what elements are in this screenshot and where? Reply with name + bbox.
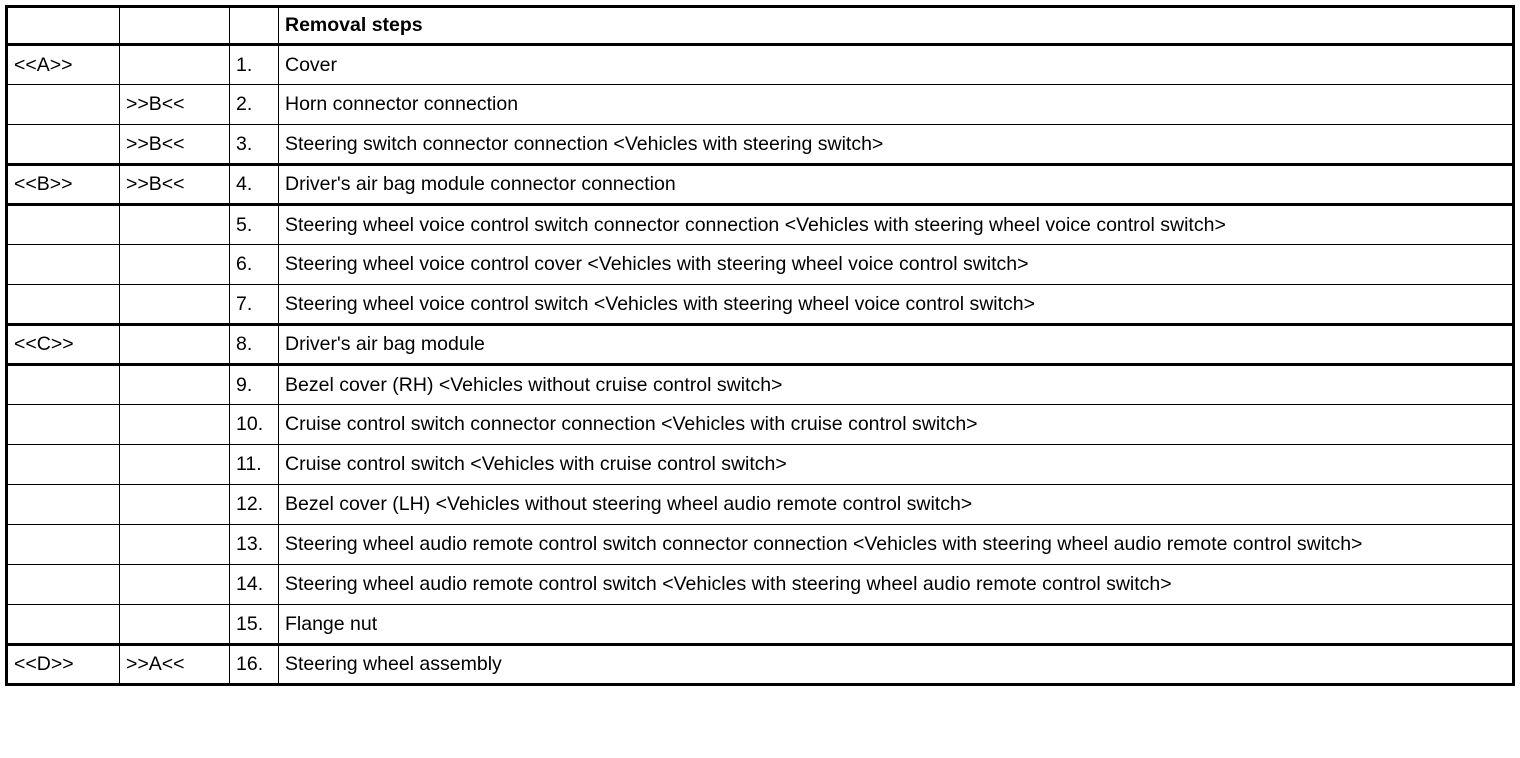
row-marker-a bbox=[6, 124, 120, 166]
table-header-row: Removal steps bbox=[6, 6, 1514, 46]
row-step-text: Driver's air bag module connector connec… bbox=[278, 164, 1514, 206]
row-marker-a bbox=[6, 84, 120, 125]
row-step-text: Steering wheel voice control cover <Vehi… bbox=[278, 244, 1514, 285]
header-col-b bbox=[119, 6, 230, 46]
row-marker-a: <<B>> bbox=[6, 164, 120, 206]
row-marker-a: <<A>> bbox=[6, 44, 120, 85]
row-marker-a: <<C>> bbox=[6, 324, 120, 366]
removal-steps-table: Removal steps <<A>> 1. Cover >>B<< 2. Ho… bbox=[5, 5, 1515, 686]
row-marker-a: <<D>> bbox=[6, 644, 120, 685]
row-marker-b bbox=[119, 324, 230, 366]
table-row: 12. Bezel cover (LH) <Vehicles without s… bbox=[6, 484, 1514, 525]
row-step-text: Horn connector connection bbox=[278, 84, 1514, 125]
row-marker-a bbox=[6, 524, 120, 565]
row-step-text: Cover bbox=[278, 44, 1514, 85]
row-step-text: Steering wheel voice control switch conn… bbox=[278, 204, 1514, 245]
row-marker-b bbox=[119, 604, 230, 646]
row-marker-b: >>B<< bbox=[119, 124, 230, 166]
row-marker-b bbox=[119, 484, 230, 525]
table-row: <<A>> 1. Cover bbox=[6, 44, 1514, 85]
table-row: <<D>> >>A<< 16. Steering wheel assembly bbox=[6, 644, 1514, 685]
row-step-number: 9. bbox=[229, 364, 279, 405]
table-row: 7. Steering wheel voice control switch <… bbox=[6, 284, 1514, 326]
row-step-text: Cruise control switch connector connecti… bbox=[278, 404, 1514, 445]
row-step-number: 1. bbox=[229, 44, 279, 85]
row-marker-a bbox=[6, 564, 120, 605]
row-step-number: 16. bbox=[229, 644, 279, 685]
row-step-number: 6. bbox=[229, 244, 279, 285]
header-removal-steps: Removal steps bbox=[278, 6, 1514, 46]
table-row: 15. Flange nut bbox=[6, 604, 1514, 646]
row-step-number: 11. bbox=[229, 444, 279, 485]
row-step-text: Bezel cover (RH) <Vehicles without cruis… bbox=[278, 364, 1514, 405]
row-step-text: Bezel cover (LH) <Vehicles without steer… bbox=[278, 484, 1514, 525]
row-step-number: 7. bbox=[229, 284, 279, 326]
row-marker-b: >>A<< bbox=[119, 644, 230, 685]
row-marker-a bbox=[6, 364, 120, 405]
row-marker-b bbox=[119, 444, 230, 485]
row-step-text: Steering wheel voice control switch <Veh… bbox=[278, 284, 1514, 326]
row-marker-b bbox=[119, 284, 230, 326]
row-step-number: 15. bbox=[229, 604, 279, 646]
table-body: <<A>> 1. Cover >>B<< 2. Horn connector c… bbox=[6, 44, 1514, 685]
row-step-number: 5. bbox=[229, 204, 279, 245]
header-col-number bbox=[229, 6, 279, 46]
row-step-text: Cruise control switch <Vehicles with cru… bbox=[278, 444, 1514, 485]
table-row: 10. Cruise control switch connector conn… bbox=[6, 404, 1514, 445]
table-row: <<C>> 8. Driver's air bag module bbox=[6, 324, 1514, 366]
header-col-a bbox=[6, 6, 120, 46]
table-row: 11. Cruise control switch <Vehicles with… bbox=[6, 444, 1514, 485]
row-marker-b bbox=[119, 364, 230, 405]
row-step-number: 10. bbox=[229, 404, 279, 445]
row-step-number: 3. bbox=[229, 124, 279, 166]
row-step-text: Steering wheel audio remote control swit… bbox=[278, 524, 1514, 565]
row-marker-b: >>B<< bbox=[119, 164, 230, 206]
row-step-number: 14. bbox=[229, 564, 279, 605]
row-marker-b bbox=[119, 244, 230, 285]
table-row: 6. Steering wheel voice control cover <V… bbox=[6, 244, 1514, 285]
row-step-number: 8. bbox=[229, 324, 279, 366]
row-marker-a bbox=[6, 444, 120, 485]
row-step-number: 12. bbox=[229, 484, 279, 525]
row-step-text: Steering switch connector connection <Ve… bbox=[278, 124, 1514, 166]
table-row: 9. Bezel cover (RH) <Vehicles without cr… bbox=[6, 364, 1514, 405]
table-row: >>B<< 2. Horn connector connection bbox=[6, 84, 1514, 125]
row-step-number: 13. bbox=[229, 524, 279, 565]
row-step-number: 2. bbox=[229, 84, 279, 125]
row-marker-a bbox=[6, 204, 120, 245]
table-row: 5. Steering wheel voice control switch c… bbox=[6, 204, 1514, 245]
row-marker-a bbox=[6, 484, 120, 525]
row-marker-a bbox=[6, 404, 120, 445]
row-step-text: Steering wheel audio remote control swit… bbox=[278, 564, 1514, 605]
row-marker-a bbox=[6, 284, 120, 326]
row-marker-a bbox=[6, 604, 120, 646]
row-marker-b bbox=[119, 524, 230, 565]
row-marker-b: >>B<< bbox=[119, 84, 230, 125]
row-marker-b bbox=[119, 404, 230, 445]
row-step-text: Steering wheel assembly bbox=[278, 644, 1514, 685]
table-row-tall: 13. Steering wheel audio remote control … bbox=[6, 524, 1514, 565]
row-step-number: 4. bbox=[229, 164, 279, 206]
table-row: <<B>> >>B<< 4. Driver's air bag module c… bbox=[6, 164, 1514, 206]
row-marker-b bbox=[119, 564, 230, 605]
row-step-text: Driver's air bag module bbox=[278, 324, 1514, 366]
row-marker-b bbox=[119, 44, 230, 85]
row-step-text: Flange nut bbox=[278, 604, 1514, 646]
row-marker-b bbox=[119, 204, 230, 245]
table-row: >>B<< 3. Steering switch connector conne… bbox=[6, 124, 1514, 166]
table-row: 14. Steering wheel audio remote control … bbox=[6, 564, 1514, 605]
row-marker-a bbox=[6, 244, 120, 285]
